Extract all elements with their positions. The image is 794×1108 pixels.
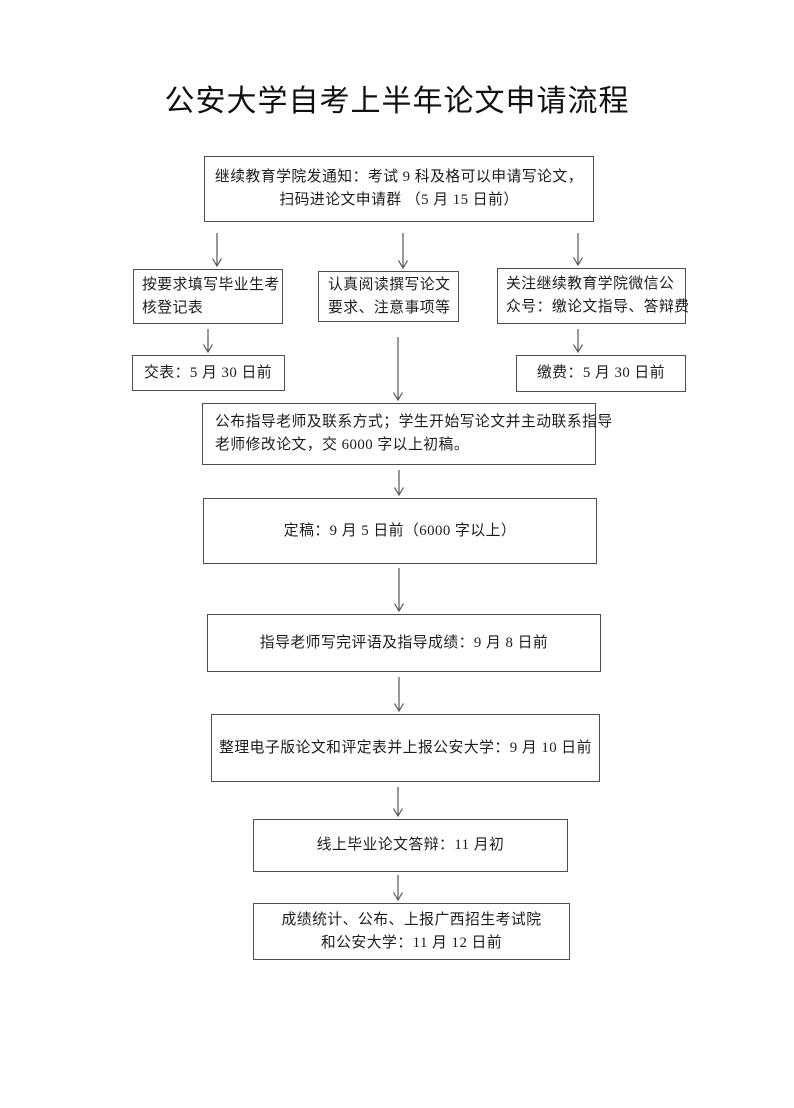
node-text-line: 按要求填写毕业生考	[142, 276, 280, 293]
node-text-line: 整理电子版论文和评定表并上报公安大学：9 月 10 日前	[219, 739, 592, 756]
arrow-down-icon	[211, 233, 223, 267]
node-text-line: 指导老师写完评语及指导成绩：9 月 8 日前	[259, 634, 549, 651]
node-text-line: 要求、注意事项等	[328, 299, 451, 316]
flow-node-pay-fee: 缴费：5 月 30 日前	[516, 355, 686, 392]
arrow-down-icon	[393, 568, 405, 612]
node-text-line: 核登记表	[142, 299, 204, 316]
node-text-line: 成绩统计、公布、上报广西招生考试院	[281, 911, 542, 928]
node-text-line: 继续教育学院发通知：考试 9 科及格可以申请写论文，	[214, 169, 584, 185]
flow-node-fill-form: 按要求填写毕业生考 核登记表	[133, 269, 283, 324]
arrow-down-icon	[393, 470, 405, 496]
node-text-line: 老师修改论文，交 6000 字以上初稿。	[215, 437, 470, 453]
arrow-down-icon	[393, 677, 405, 712]
page-title: 公安大学自考上半年论文申请流程	[164, 85, 630, 118]
flow-node-read-requirements: 认真阅读撰写论文 要求、注意事项等	[318, 271, 459, 322]
node-text-line: 扫码进论文申请群 （5 月 15 日前）	[279, 192, 519, 208]
node-text-line: 线上毕业论文答辩：11 月初	[316, 837, 505, 853]
flow-node-assign-teacher: 公布指导老师及联系方式；学生开始写论文并主动联系指导 老师修改论文，交 6000…	[202, 403, 612, 465]
flow-node-submit-form: 交表：5 月 30 日前	[132, 355, 285, 391]
arrow-down-icon	[202, 329, 214, 353]
node-text-line: 定稿：9 月 5 日前（6000 字以上）	[283, 522, 517, 539]
arrow-down-icon	[572, 233, 584, 266]
node-text-line: 公布指导老师及联系方式；学生开始写论文并主动联系指导	[215, 414, 613, 430]
node-text-line: 和公安大学：11 月 12 日前	[320, 934, 503, 951]
flow-node-report-to-university: 整理电子版论文和评定表并上报公安大学：9 月 10 日前	[211, 714, 600, 782]
node-text-line: 认真阅读撰写论文	[328, 276, 451, 293]
arrow-down-icon	[572, 329, 584, 353]
node-text-line: 众号：缴论文指导、答辩费	[506, 299, 690, 315]
flow-node-notice: 继续教育学院发通知：考试 9 科及格可以申请写论文， 扫码进论文申请群 （5 月…	[204, 156, 594, 222]
arrow-down-icon	[392, 787, 404, 817]
arrow-down-icon	[392, 875, 404, 901]
arrow-down-icon	[392, 337, 404, 401]
arrow-down-icon	[397, 233, 409, 269]
node-text-line: 缴费：5 月 30 日前	[536, 365, 666, 381]
flow-node-online-defense: 线上毕业论文答辩：11 月初	[253, 819, 568, 872]
flow-node-teacher-comments: 指导老师写完评语及指导成绩：9 月 8 日前	[207, 614, 601, 672]
flow-node-report-results: 成绩统计、公布、上报广西招生考试院 和公安大学：11 月 12 日前	[253, 903, 570, 960]
flow-node-final-draft: 定稿：9 月 5 日前（6000 字以上）	[203, 498, 597, 564]
flow-node-follow-wechat: 关注继续教育学院微信公 众号：缴论文指导、答辩费	[497, 268, 689, 324]
node-text-line: 关注继续教育学院微信公	[506, 276, 675, 292]
node-text-line: 交表：5 月 30 日前	[144, 364, 273, 381]
